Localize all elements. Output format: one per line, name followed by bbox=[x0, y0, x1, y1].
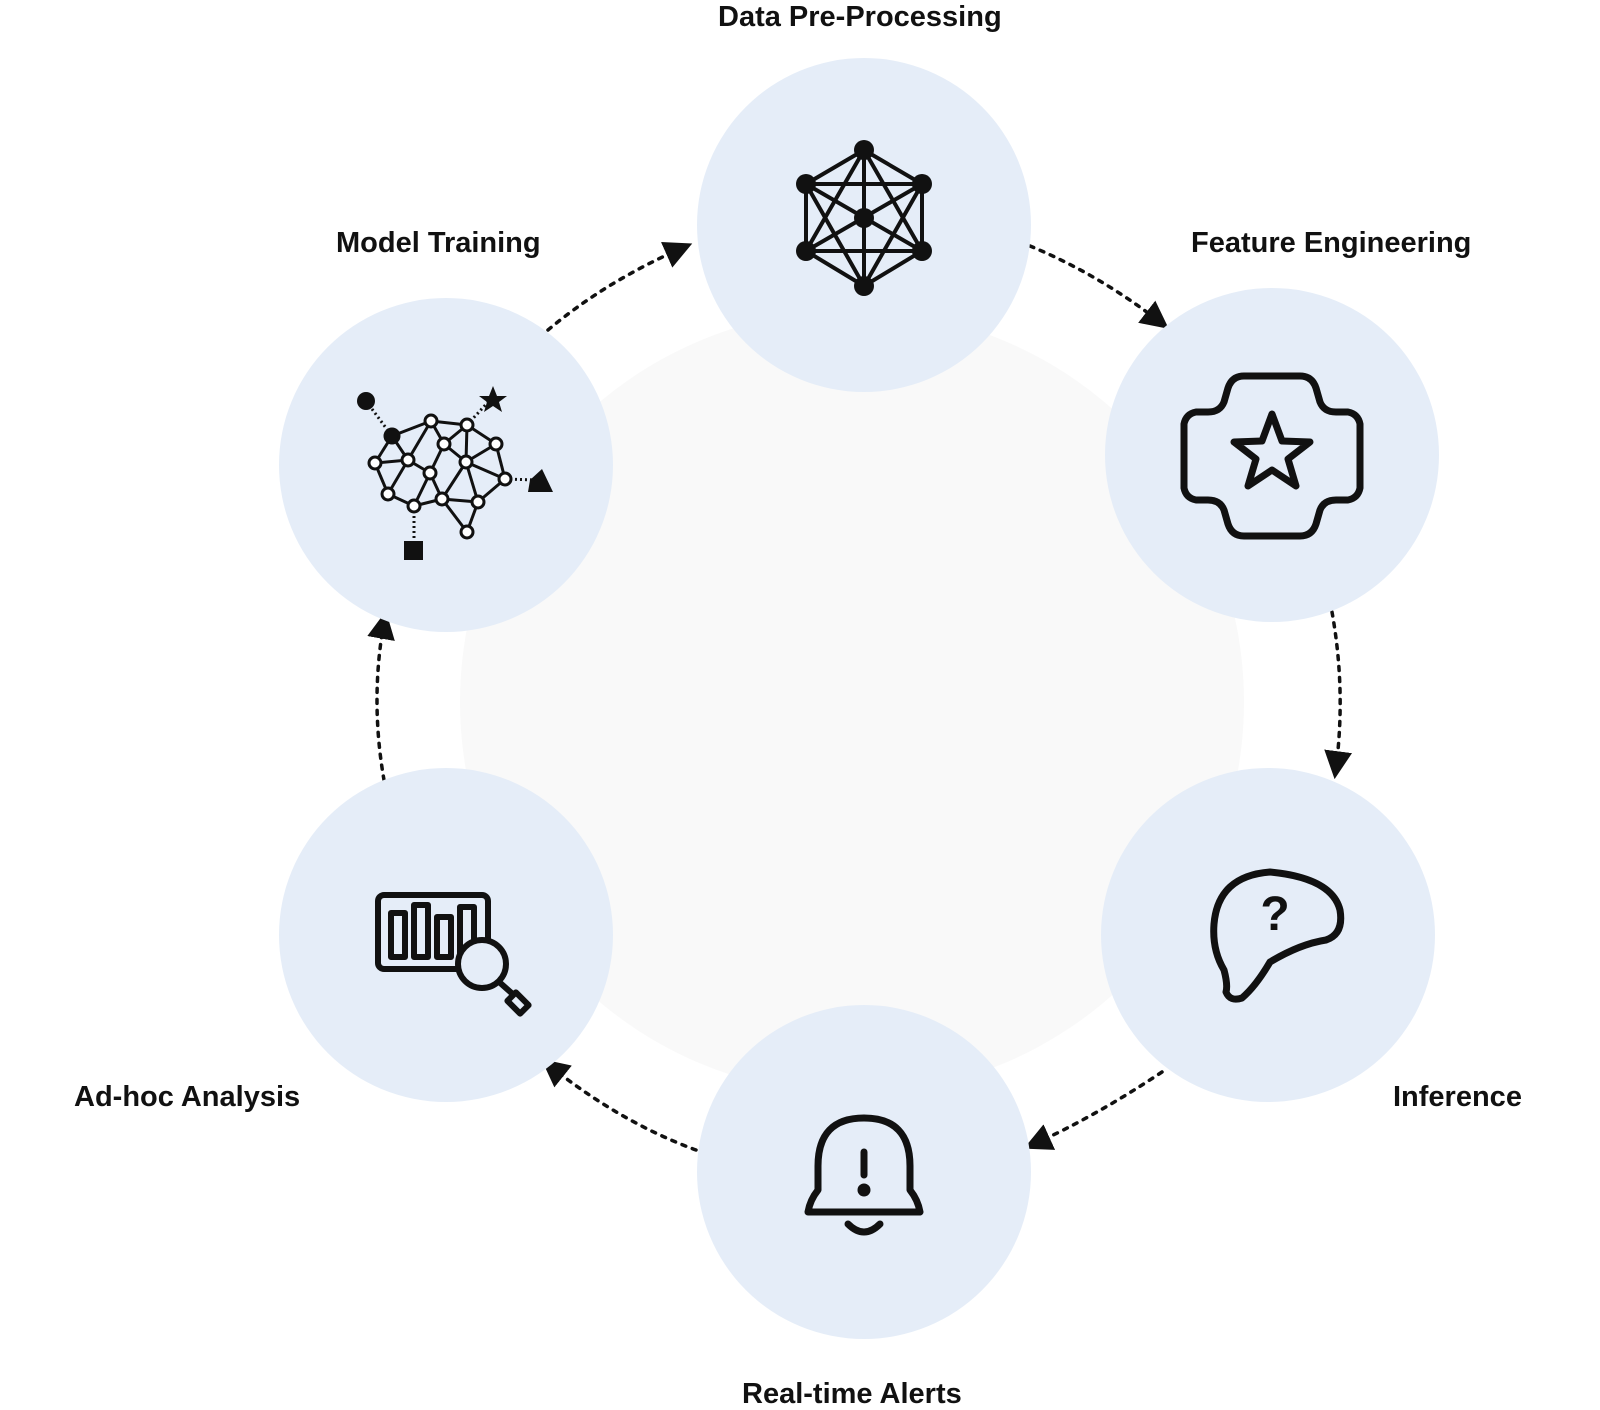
label-model-training: Model Training bbox=[336, 227, 541, 259]
label-ad-hoc-analysis: Ad-hoc Analysis bbox=[74, 1081, 301, 1113]
arrow-feature-engineering-to-inference bbox=[1324, 610, 1353, 780]
node-circle bbox=[279, 768, 613, 1102]
network-hexagon-icon bbox=[796, 140, 932, 296]
chart-magnifier-icon bbox=[375, 892, 532, 1017]
node-ad-hoc-analysis bbox=[279, 768, 613, 1102]
node-data-pre-processing bbox=[697, 58, 1031, 392]
label-inference: Inference bbox=[1393, 1081, 1522, 1113]
head-question-icon: ? bbox=[1210, 868, 1345, 1003]
label-real-time-alerts: Real-time Alerts bbox=[742, 1378, 962, 1410]
arrow-model-training-to-data-pre-processing bbox=[546, 241, 693, 332]
node-feature-engineering bbox=[1105, 288, 1439, 622]
arrow-data-pre-processing-to-feature-engineering bbox=[1028, 244, 1169, 329]
node-circle bbox=[279, 298, 613, 632]
label-feature-engineering: Feature Engineering bbox=[1191, 227, 1472, 259]
label-data-pre-processing: Data Pre-Processing bbox=[718, 1, 1002, 33]
arrow-ad-hoc-analysis-to-model-training bbox=[367, 610, 395, 782]
node-real-time-alerts bbox=[697, 1005, 1031, 1339]
bell-alert-icon bbox=[804, 1114, 924, 1236]
node-model-training bbox=[279, 298, 613, 632]
arrow-inference-to-real-time-alerts bbox=[1023, 1070, 1164, 1150]
node-circle bbox=[1101, 768, 1435, 1102]
center-background-circle bbox=[460, 310, 1244, 1094]
node-circle bbox=[1105, 288, 1439, 622]
arrow-real-time-alerts-to-ad-hoc-analysis bbox=[541, 1059, 698, 1152]
flow-arrows bbox=[367, 241, 1353, 1152]
neural-brain-icon bbox=[357, 386, 553, 560]
svg-text:?: ? bbox=[1260, 888, 1289, 941]
node-inference: ? bbox=[1101, 768, 1435, 1102]
gear-star-icon bbox=[1180, 372, 1364, 540]
